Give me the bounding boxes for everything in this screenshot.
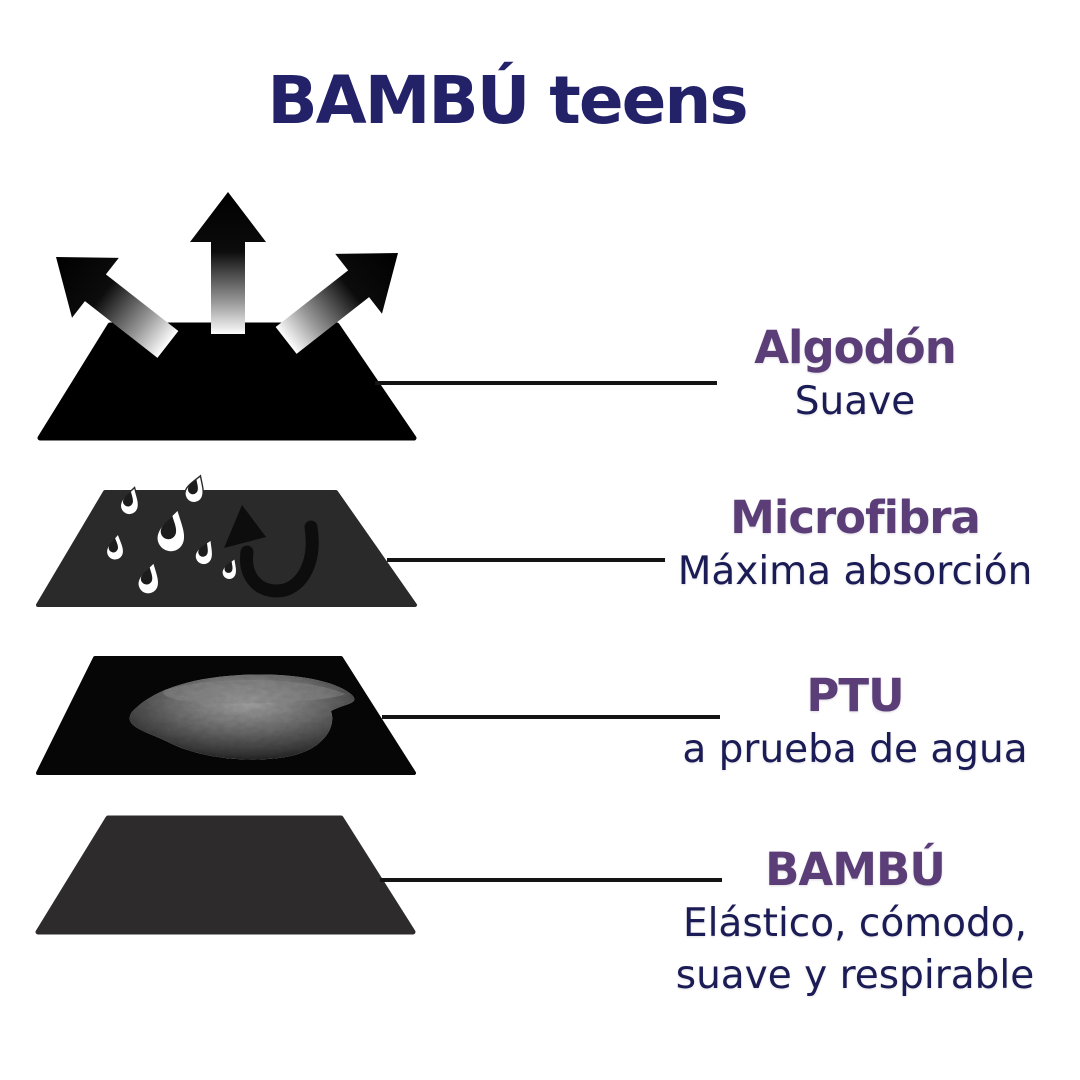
bamboo-layer-shape <box>35 815 416 935</box>
moisture-patch-icon <box>129 674 355 760</box>
layer-subtext-bambu-line1: Elástico, cómodo, <box>682 901 1028 946</box>
layer-heading-microfibra: Microfibra <box>730 491 981 544</box>
page-title: BAMBÚ teens <box>267 62 748 139</box>
label-group-algodon: Algodón Suave <box>645 320 1065 428</box>
cotton-layer-shape <box>37 322 417 441</box>
layer-subtext-ptu: a prueba de agua <box>682 727 1028 772</box>
layer-heading-algodon: Algodón <box>754 321 957 374</box>
absorb-curved-arrow-icon <box>224 505 319 598</box>
layer-heading-ptu: PTU <box>806 669 904 722</box>
label-group-ptu: PTU a prueba de agua <box>645 668 1065 776</box>
layer-subtext-microfibra: Máxima absorción <box>677 549 1033 594</box>
arrow-up-icon <box>190 192 266 334</box>
microfiber-layer-shape <box>36 490 417 607</box>
label-group-microfibra: Microfibra Máxima absorción <box>645 490 1065 598</box>
ptu-layer-shape <box>36 656 416 775</box>
layer-heading-bambu: BAMBÚ <box>765 843 946 896</box>
layer-subtext-algodon: Suave <box>794 379 916 424</box>
label-group-bambu: BAMBÚ Elástico, cómodo, suave y respirab… <box>645 842 1065 1002</box>
layer-subtext-bambu-line2: suave y respirable <box>675 953 1035 998</box>
